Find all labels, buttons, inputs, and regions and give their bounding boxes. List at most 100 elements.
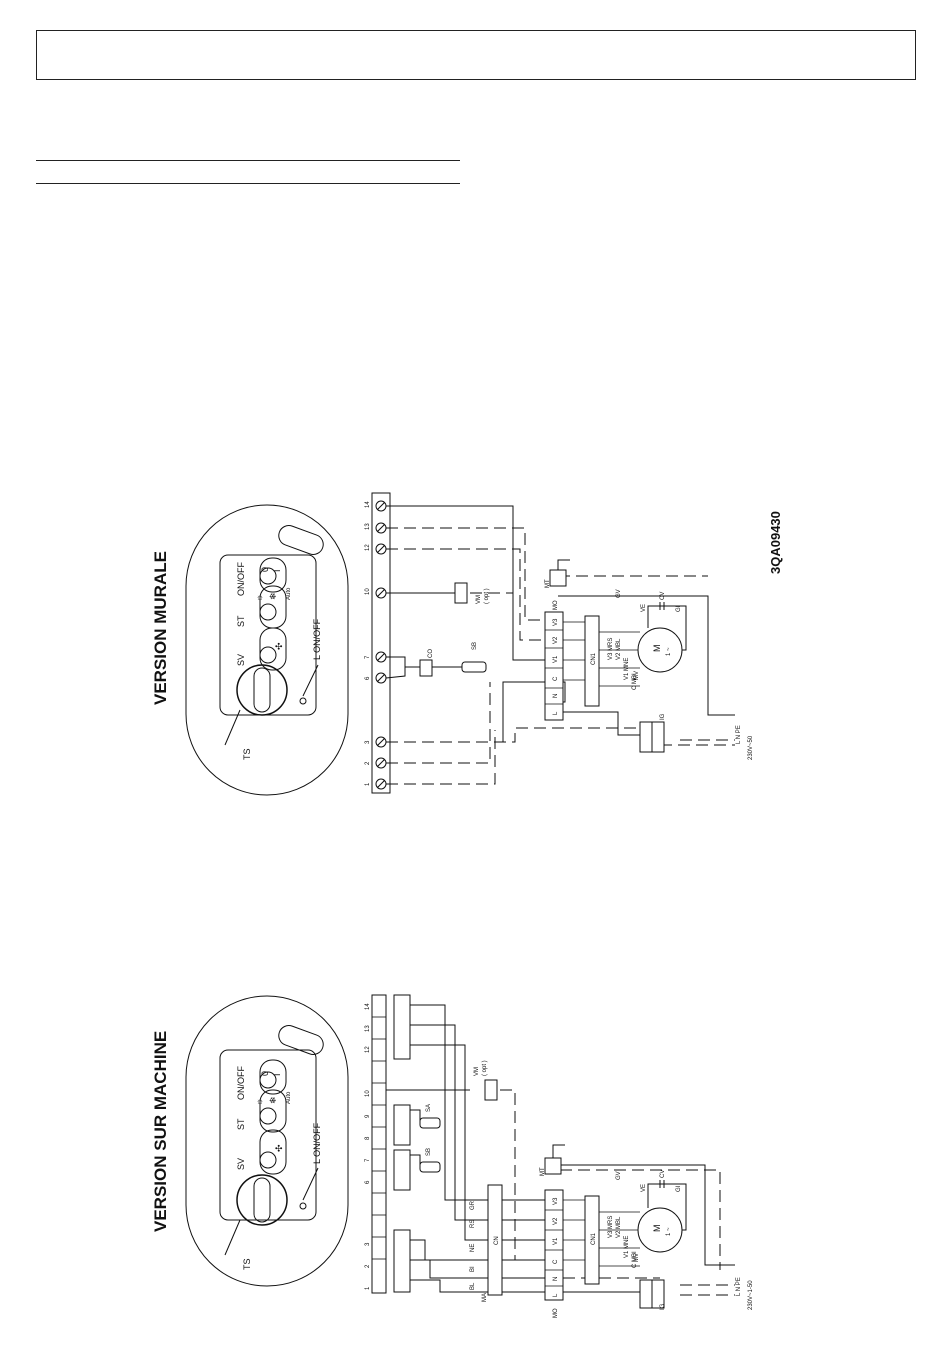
- murale-v1: V1: [553, 655, 559, 663]
- murale-ts-grip: [253, 667, 271, 713]
- machine-t10: 10: [365, 1090, 371, 1097]
- machine-c: C: [553, 1259, 559, 1264]
- murale-panel-outline: [185, 504, 349, 796]
- murale-t3: 3: [365, 740, 371, 744]
- machine-bl-label: BL: [470, 1282, 476, 1290]
- machine-gi-label: GI: [676, 1185, 682, 1192]
- machine-vm-valve: [484, 1079, 498, 1101]
- top-rule: [36, 160, 460, 161]
- machine-panel-outline: [185, 995, 349, 1287]
- murale-one-label: I: [272, 569, 282, 572]
- murale-gv-label: GV: [616, 589, 622, 598]
- murale-sv-label: SV: [236, 654, 246, 666]
- machine-motor-m: M: [652, 1225, 662, 1233]
- murale-zero-label: 0: [260, 567, 270, 572]
- machine-t8: 8: [365, 1136, 371, 1140]
- murale-st-knob[interactable]: [259, 603, 277, 621]
- murale-cn1: [584, 615, 600, 707]
- machine-sv-knob[interactable]: [259, 1151, 277, 1169]
- murale-st-label: ST: [236, 615, 246, 627]
- murale-mo-label: MO: [553, 600, 559, 610]
- fan-icon: ✣: [274, 642, 284, 650]
- machine-opt-label: ( opt ): [482, 1060, 488, 1076]
- machine-w-v2: V2 MBL: [616, 1216, 622, 1238]
- murale-vm-label: VM: [476, 595, 482, 604]
- murale-w-v3: V3 MRS: [608, 638, 614, 660]
- murale-panel-slot: [278, 525, 324, 555]
- machine-sa-label: SA: [426, 1104, 432, 1112]
- machine-title: VERSION SUR MACHINE: [151, 1031, 170, 1232]
- machine-t13: 13: [365, 1025, 371, 1032]
- machine-ts-label: TS: [242, 1258, 252, 1270]
- murale-cv-label: CV: [660, 592, 666, 600]
- machine-lnpe: L N PE: [736, 1277, 742, 1296]
- machine-t6: 6: [365, 1180, 371, 1184]
- machine-lamp-label: L ON/OFF: [312, 1122, 322, 1164]
- machine-cn1-label: CN1: [591, 1232, 597, 1245]
- machine-mv-label: MV: [634, 1253, 640, 1262]
- murale-n: N: [553, 694, 559, 698]
- machine-t2: 2: [365, 1264, 371, 1268]
- murale-onoff-label: ON/OFF: [236, 562, 246, 596]
- machine-sa-sensor: [419, 1117, 441, 1129]
- machine-v3: V3: [553, 1197, 559, 1205]
- machine-bi-label: BI: [470, 1266, 476, 1272]
- machine-onoff-label: ON/OFF: [236, 1066, 246, 1100]
- murale-title: VERSION MURALE: [151, 551, 170, 705]
- diagram-code: 3QA09430: [768, 511, 783, 574]
- machine-terminal-strip: [371, 994, 387, 1294]
- machine-w-c: C MBI: [632, 1251, 638, 1268]
- machine-sv-label: SV: [236, 1158, 246, 1170]
- machine-motor-phase: 1 ~: [666, 1227, 672, 1236]
- machine-ma-label: MA: [482, 1293, 488, 1302]
- murale-mt-ground: [549, 569, 567, 587]
- murale-sb-label: SB: [472, 642, 478, 650]
- murale-motor-phase: 1 ~: [666, 647, 672, 656]
- murale-motor-block: [544, 611, 564, 721]
- murale-ig-label: IG: [660, 713, 666, 720]
- machine-sb-sensor: [419, 1161, 441, 1173]
- murale-c: C: [553, 676, 559, 681]
- murale-v2: V2: [553, 636, 559, 644]
- murale-w-v2: V2 MBL: [616, 638, 622, 660]
- machine-auto-label: Auto: [286, 1091, 292, 1104]
- murale-section: VERSION MURALE TS SV ✣ ST ☼ ❄ Auto ON/OF…: [151, 492, 754, 796]
- machine-sun-icon: ☼: [254, 1098, 264, 1106]
- machine-connector-sa: [393, 1104, 411, 1146]
- machine-ts-knob[interactable]: [236, 1174, 288, 1226]
- machine-snowflake-icon: ❄: [268, 1096, 278, 1104]
- murale-panel-inner: [219, 554, 317, 716]
- machine-supply: 230V~1-50: [748, 1280, 754, 1310]
- machine-connector-top: [393, 994, 411, 1060]
- machine-cn-label: CN: [494, 1236, 500, 1245]
- machine-t3: 3: [365, 1242, 371, 1246]
- machine-mt-ground: [544, 1157, 562, 1175]
- murale-w-c: C MBI: [632, 673, 638, 690]
- machine-section: VERSION SUR MACHINE TS SV ✣ ST ☼ ❄ Auto …: [151, 994, 754, 1318]
- murale-co-label: CO: [428, 649, 434, 658]
- murale-opt-label: ( opt ): [484, 588, 490, 604]
- machine-w-v3: V3 MRS: [608, 1216, 614, 1238]
- machine-one-label: I: [272, 1073, 282, 1076]
- machine-panel-slot: [278, 1025, 324, 1055]
- machine-vm-label: VM: [474, 1067, 480, 1076]
- snowflake-icon: ❄: [268, 592, 278, 600]
- murale-supply: 230V~50: [748, 735, 754, 760]
- murale-ts-knob[interactable]: [236, 664, 288, 716]
- machine-st-knob[interactable]: [259, 1107, 277, 1125]
- machine-ve-label: VE: [641, 1184, 647, 1192]
- sun-icon: ☼: [254, 594, 264, 602]
- machine-t9: 9: [365, 1114, 371, 1118]
- machine-ig-label: IG: [660, 1303, 666, 1310]
- machine-mt-label: MT: [540, 1167, 546, 1176]
- murale-gi-label: GI: [676, 605, 682, 612]
- machine-lamp-icon: [299, 1202, 307, 1210]
- murale-t10: 10: [365, 588, 371, 595]
- machine-t1: 1: [365, 1286, 371, 1290]
- machine-connector-sb: [393, 1149, 411, 1191]
- murale-t12: 12: [365, 544, 371, 551]
- machine-v1: V1: [553, 1237, 559, 1245]
- machine-n: N: [553, 1277, 559, 1281]
- murale-t7: 7: [365, 655, 371, 659]
